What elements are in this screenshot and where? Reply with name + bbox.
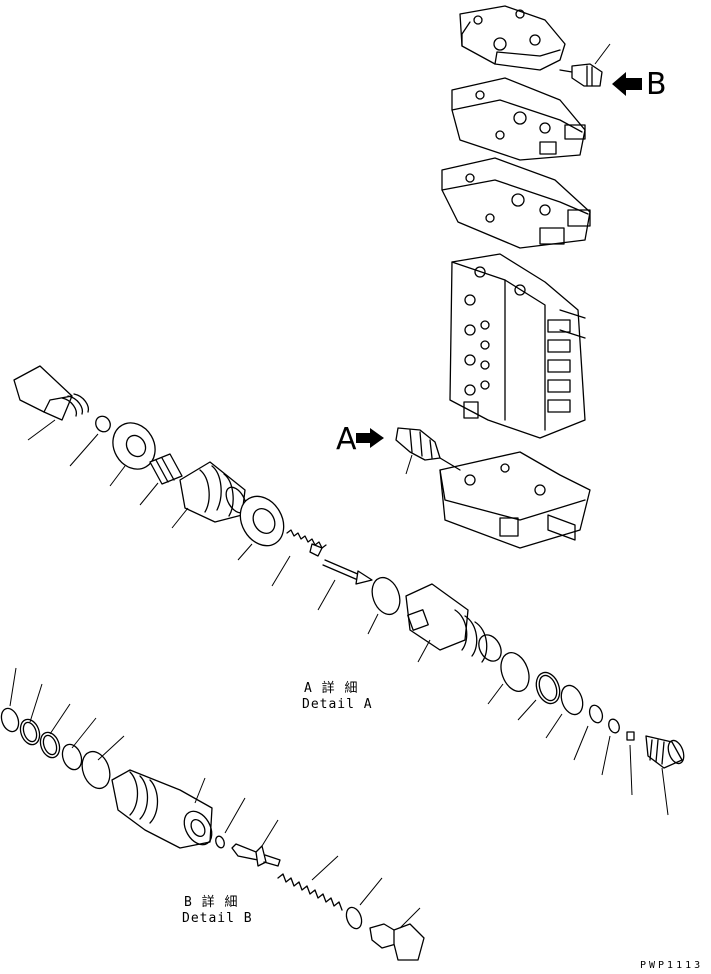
cartridge-at-b [559, 43, 611, 87]
valve-section-1 [451, 77, 586, 161]
detail-a-kanji-label: A 詳 細 [304, 681, 359, 696]
detail-a-parts [13, 365, 502, 663]
valve-section-2 [441, 157, 591, 249]
detail-b-kanji-label: B 詳 細 [184, 895, 239, 910]
valve-main-block [449, 253, 586, 439]
view-a-marker-label: A [336, 422, 357, 457]
valve-end-block [439, 451, 591, 549]
lower-right-parts [487, 652, 685, 816]
detail-b-english-label: Detail B [182, 911, 253, 926]
detail-b-parts [0, 667, 425, 961]
valve-cover-block [459, 5, 566, 71]
cartridge-at-a [395, 427, 461, 475]
arrow-b [612, 72, 642, 96]
drawing-code-label: PWP1113 [640, 960, 704, 971]
detail-a-english-label: Detail A [302, 697, 373, 712]
view-b-marker-label: B [646, 67, 667, 102]
arrow-a [356, 428, 384, 448]
